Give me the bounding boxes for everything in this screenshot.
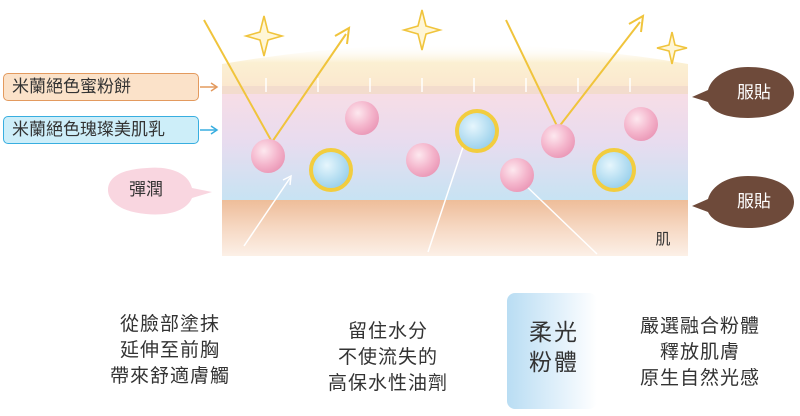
rose-primer-label: 米蘭絕色瑰璨美肌乳: [3, 116, 199, 144]
soft-light-powder-title-line: 柔光: [529, 320, 579, 346]
description-middle-line: 不使流失的: [337, 346, 438, 368]
pink-spheres: [251, 101, 658, 192]
ring-spheres: [309, 109, 636, 192]
elastic-bubble: [108, 167, 212, 215]
powder-ticks: [265, 78, 631, 92]
fit-bubble-top: [692, 67, 794, 118]
description-right-line: 嚴選融合粉體: [639, 315, 760, 337]
description-left: 從臉部塗抹 延伸至前胸 帶來舒適膚觸: [80, 311, 260, 389]
powder-cake-label: 米蘭絕色蜜粉餅: [3, 73, 199, 101]
skin-label: 肌: [655, 230, 671, 248]
fit-label-top: 服貼: [737, 83, 771, 103]
description-middle-line: 留住水分: [347, 320, 428, 342]
skin-layer: [222, 200, 688, 256]
description-right: 嚴選融合粉體 釋放肌膚 原生自然光感: [600, 313, 800, 391]
soft-light-powder-title: 柔光 粉體: [512, 318, 596, 378]
description-middle: 留住水分 不使流失的 高保水性油劑: [298, 318, 478, 396]
soft-light-powder-box: [507, 293, 597, 409]
powder-primer-seam: [222, 86, 688, 94]
description-right-line: 原生自然光感: [639, 367, 760, 389]
light-rays: [203, 14, 645, 143]
powder-layer: [222, 44, 688, 86]
description-middle-line: 高保水性油劑: [327, 372, 448, 394]
primer-arrow: [200, 125, 219, 135]
description-left-line: 帶來舒適膚觸: [109, 365, 230, 387]
elastic-label: 彈潤: [129, 180, 163, 200]
powder-cake-arrow: [200, 82, 219, 92]
fit-bubble-bottom: [692, 176, 794, 228]
description-right-line: 釋放肌膚: [659, 341, 740, 363]
sparkle-icons: [243, 9, 688, 65]
fit-label-bottom: 服貼: [737, 192, 771, 212]
soft-light-powder-title-line: 粉體: [529, 350, 579, 376]
description-left-line: 從臉部塗抹: [119, 313, 220, 335]
description-left-line: 延伸至前胸: [119, 339, 220, 361]
